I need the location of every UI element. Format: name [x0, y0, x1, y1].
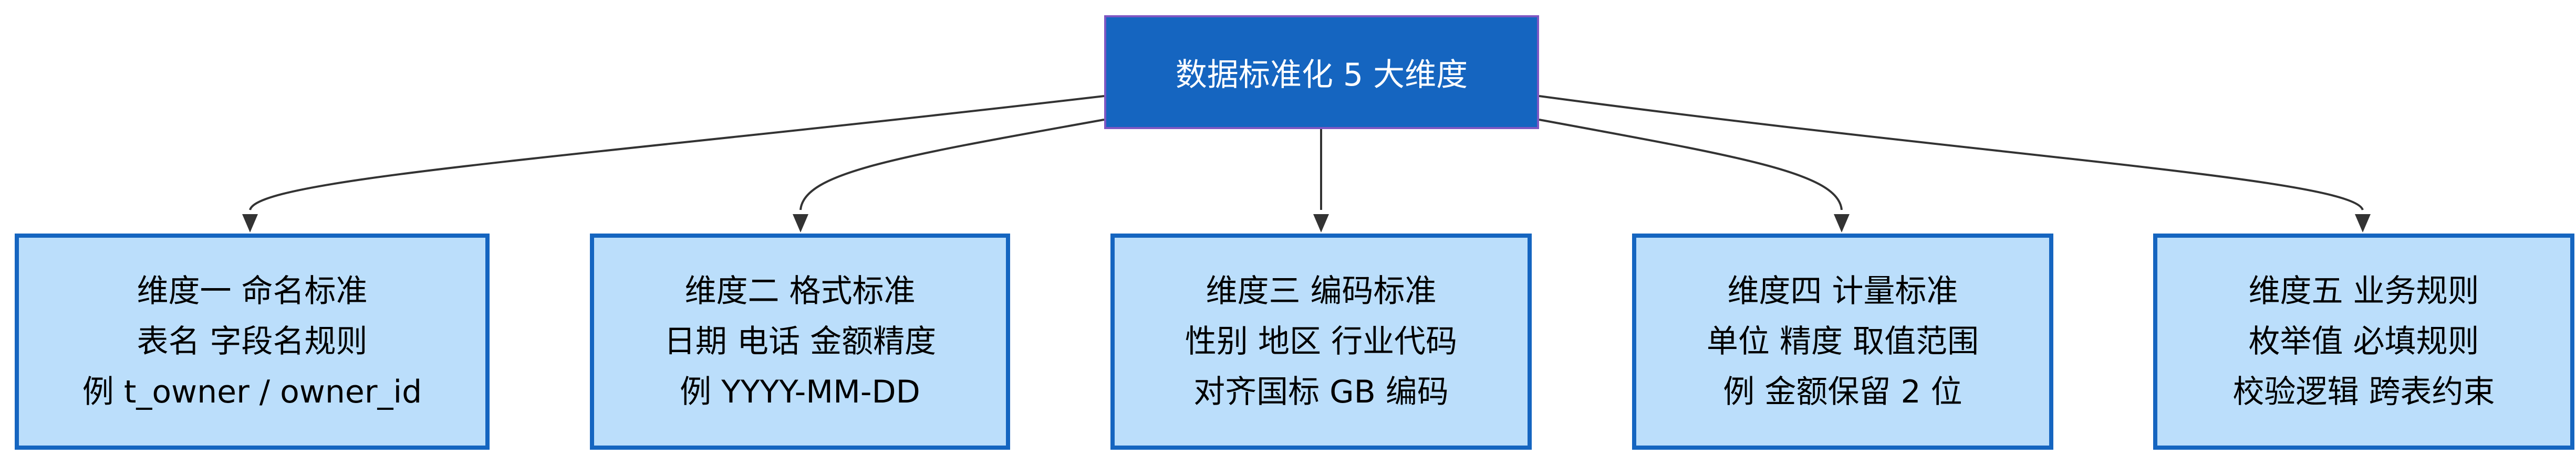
- arrowhead-dimension-3: [1313, 214, 1329, 232]
- root-node-label: 数据标准化 5 大维度: [1175, 57, 1468, 93]
- dimension-node-detail: 日期 电话 金额精度: [663, 323, 937, 360]
- dimension-node-example: 例 金额保留 2 位: [1723, 374, 1962, 410]
- dimension-node-encoding: 维度三 编码标准 性别 地区 行业代码 对齐国标 GB 编码: [1110, 234, 1532, 450]
- dimension-node-example: 例 YYYY-MM-DD: [680, 374, 920, 410]
- arrowhead-dimension-2: [793, 214, 808, 232]
- arrowhead-dimension-4: [1834, 214, 1850, 232]
- dimension-node-example: 校验逻辑 跨表约束: [2232, 374, 2495, 410]
- edge-root-to-dimension-2: [799, 119, 1105, 210]
- edge-root-to-dimension-1: [249, 95, 1105, 210]
- edge-root-to-dimension-4: [1539, 119, 1843, 210]
- edge-root-to-dimension-5: [1539, 95, 2364, 210]
- arrowhead-dimension-5: [2355, 214, 2371, 232]
- dimension-node-example: 对齐国标 GB 编码: [1193, 374, 1449, 410]
- dimension-node-business-rules: 维度五 业务规则 枚举值 必填规则 校验逻辑 跨表约束: [2153, 234, 2574, 450]
- root-node: 数据标准化 5 大维度: [1104, 15, 1539, 129]
- dimension-node-detail: 枚举值 必填规则: [2248, 323, 2479, 360]
- dimension-node-title: 维度五 业务规则: [2248, 273, 2479, 310]
- dimension-node-detail: 性别 地区 行业代码: [1185, 323, 1458, 360]
- dimension-node-format: 维度二 格式标准 日期 电话 金额精度 例 YYYY-MM-DD: [590, 234, 1010, 450]
- dimension-node-detail: 表名 字段名规则: [137, 323, 368, 360]
- dimension-node-example: 例 t_owner / owner_id: [82, 374, 422, 410]
- dimension-node-title: 维度三 编码标准: [1206, 273, 1437, 310]
- dimension-node-title: 维度四 计量标准: [1727, 273, 1958, 310]
- dimension-node-title: 维度一 命名标准: [137, 273, 368, 310]
- dimension-node-title: 维度二 格式标准: [684, 273, 916, 310]
- dimension-node-naming: 维度一 命名标准 表名 字段名规则 例 t_owner / owner_id: [15, 234, 490, 450]
- dimension-node-measurement: 维度四 计量标准 单位 精度 取值范围 例 金额保留 2 位: [1632, 234, 2053, 450]
- dimension-node-detail: 单位 精度 取值范围: [1706, 323, 1979, 360]
- arrowhead-dimension-1: [242, 214, 258, 232]
